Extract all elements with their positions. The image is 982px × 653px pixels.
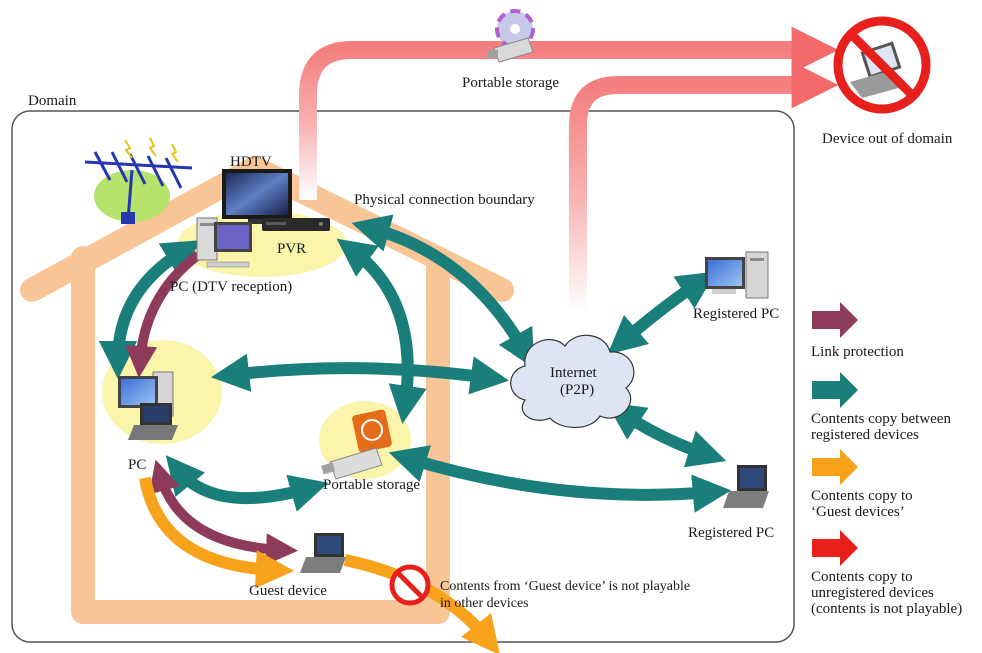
legend-arrow-link-protection <box>812 302 858 338</box>
teal-internet-registered-pc-top <box>607 271 717 355</box>
pvr-icon <box>262 218 330 231</box>
registered-pc-bottom-label: Registered PC <box>688 525 774 541</box>
link-protection-arrows <box>125 251 298 566</box>
physical-boundary-label: Physical connection boundary <box>354 192 535 208</box>
portable-storage-top-icon <box>488 9 535 63</box>
orange-pc-guest <box>139 476 295 589</box>
legend: Link protection Contents copy between re… <box>811 302 962 617</box>
guest-note-line1: Contents from ‘Guest device’ is not play… <box>440 579 690 594</box>
legend-label-unregistered-copy-3: (contents is not playable) <box>811 601 962 617</box>
legend-label-unregistered-copy-1: Contents copy to <box>811 569 913 585</box>
device-out-of-domain-label: Device out of domain <box>822 131 953 147</box>
registered-pc-top-label: Registered PC <box>693 306 779 322</box>
legend-label-registered-copy-1: Contents copy between <box>811 411 951 427</box>
pc-dtv-icon <box>196 217 252 268</box>
legend-label-guest-copy-1: Contents copy to <box>811 488 913 504</box>
device-out-of-domain-icon <box>833 16 931 114</box>
domain-boundary <box>11 110 795 643</box>
legend-label-guest-copy-2: ‘Guest devices’ <box>811 504 905 520</box>
pc-label: PC <box>128 457 146 473</box>
portable-storage-icon <box>321 409 392 480</box>
portable-storage-inside-label: Portable storage <box>323 477 420 493</box>
hdtv-label: HDTV <box>230 154 272 170</box>
teal-pvr-internet <box>351 214 535 369</box>
legend-arrow-guest-copy <box>812 449 858 485</box>
purple-pc-guest <box>149 459 298 566</box>
purple-pvrpc-pc <box>125 251 202 378</box>
registered-copy-arrows <box>98 214 732 513</box>
pc-icon <box>118 371 178 440</box>
teal-internet-registered-pc-bottom <box>606 402 727 468</box>
pink-arrow-from-pvr <box>299 26 839 200</box>
teal-pvr-storage <box>336 238 427 425</box>
pvr-label: PVR <box>277 241 306 257</box>
teal-pc-internet <box>210 353 510 395</box>
registered-pc-bottom-icon <box>723 465 769 508</box>
legend-label-registered-copy-2: registered devices <box>811 427 919 443</box>
unregistered-copy-arrows <box>299 26 839 312</box>
guest-device-icon <box>300 533 346 573</box>
pink-arrow-from-internet <box>569 61 839 312</box>
internet-label: Internet <box>550 365 597 381</box>
antenna-icon <box>84 137 193 224</box>
teal-storage-registered-pc <box>388 445 732 513</box>
domain-label: Domain <box>28 93 77 109</box>
guest-device-label: Guest device <box>249 583 327 599</box>
legend-arrow-unregistered-copy <box>812 530 858 566</box>
teal-pvrpc-pc <box>98 240 202 380</box>
legend-arrow-registered-copy <box>812 372 858 408</box>
legend-label-unregistered-copy-2: unregistered devices <box>811 585 934 601</box>
internet-p2p-label: (P2P) <box>560 382 594 398</box>
teal-pc-storage <box>165 455 329 512</box>
registered-pc-top-icon <box>705 251 769 299</box>
guest-note-line2: in other devices <box>440 596 529 611</box>
not-playable-icon <box>389 564 431 606</box>
portable-storage-top-label: Portable storage <box>462 75 559 91</box>
legend-label-link-protection: Link protection <box>811 344 904 360</box>
pc-dtv-label: PC (DTV reception) <box>170 279 292 295</box>
internet-cloud-icon <box>510 334 635 428</box>
hdtv-icon <box>222 169 292 224</box>
